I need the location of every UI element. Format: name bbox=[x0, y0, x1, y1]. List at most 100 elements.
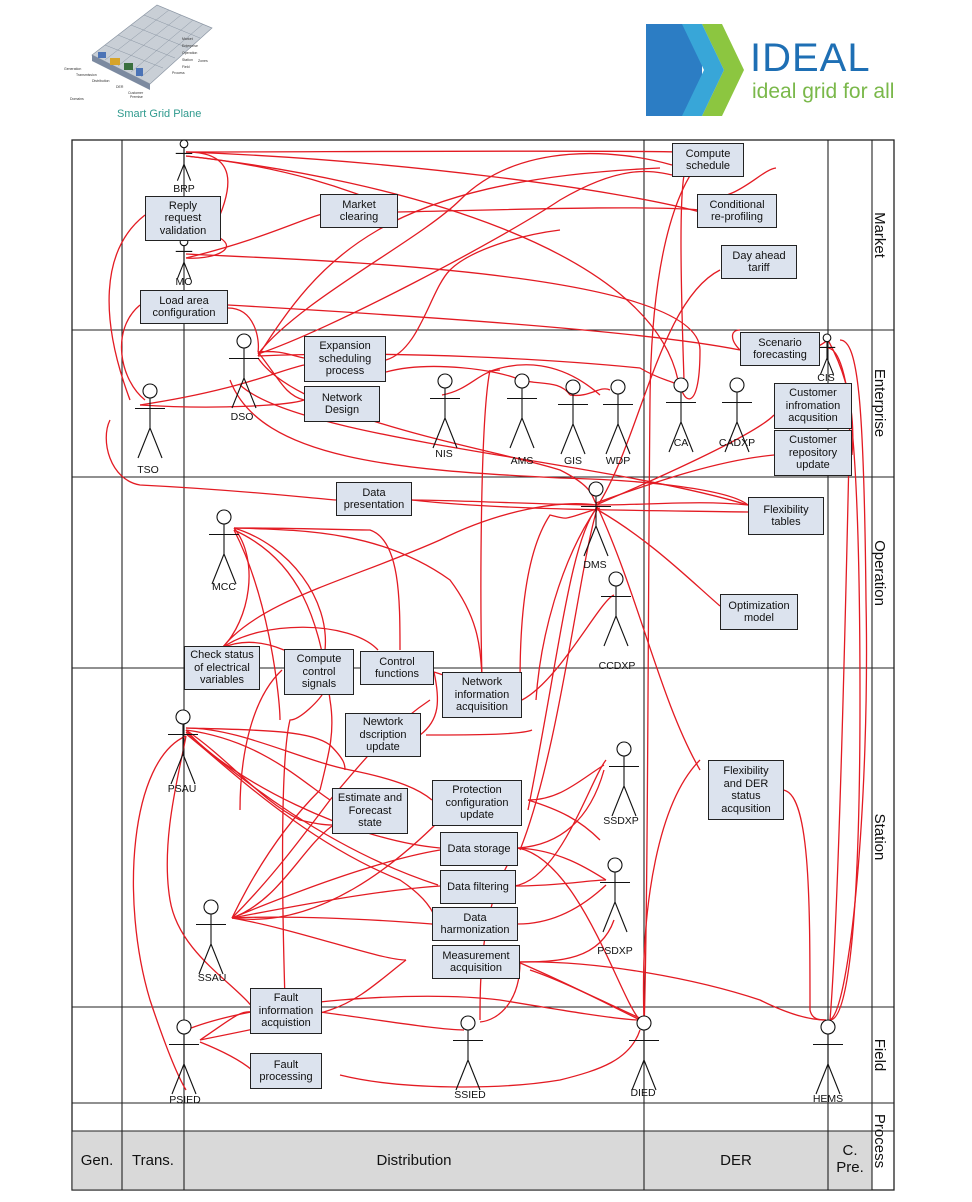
actor-label-psdxp: PSDXP bbox=[597, 945, 633, 957]
svg-text:Transmission: Transmission bbox=[76, 73, 97, 77]
domain-label-customer-premise: C. Pre. bbox=[836, 1142, 864, 1176]
actor-label-psied: PSIED bbox=[169, 1094, 201, 1106]
function-flexibility-tables[interactable]: Flexibility tables bbox=[748, 497, 824, 535]
actor-wdp-icon bbox=[603, 379, 633, 455]
function-conditional-reprofiling[interactable]: Conditional re-profiling bbox=[697, 194, 777, 228]
actors bbox=[135, 139, 843, 1095]
function-data-presentation[interactable]: Data presentation bbox=[336, 482, 412, 516]
function-check-status-electrical-variables[interactable]: Check status of electrical variables bbox=[184, 646, 260, 690]
actor-gis-icon bbox=[558, 379, 588, 455]
svg-text:Field: Field bbox=[182, 65, 190, 69]
function-fault-processing[interactable]: Fault processing bbox=[250, 1053, 322, 1089]
function-customer-repository-update[interactable]: Customer repository update bbox=[774, 430, 852, 476]
domain-label-generation: Gen. bbox=[80, 1152, 114, 1169]
domain-bar bbox=[71, 1130, 873, 1191]
svg-text:DER: DER bbox=[116, 85, 124, 89]
grid-lines bbox=[72, 140, 894, 1190]
svg-text:Distribution: Distribution bbox=[92, 79, 110, 83]
svg-text:Station: Station bbox=[182, 58, 193, 62]
actor-cadxp-icon bbox=[722, 377, 752, 453]
function-day-ahead-tariff[interactable]: Day ahead tariff bbox=[721, 245, 797, 279]
actor-label-ssdxp: SSDXP bbox=[603, 815, 639, 827]
actor-label-mo: MO bbox=[175, 276, 193, 288]
zone-label-field: Field bbox=[871, 1038, 888, 1072]
actor-label-cis: CIS bbox=[817, 372, 835, 384]
actor-label-died: DIED bbox=[630, 1087, 656, 1099]
function-expansion-scheduling-process[interactable]: Expansion scheduling process bbox=[304, 336, 386, 382]
ideal-logo: IDEAL ideal grid for all bbox=[646, 24, 900, 116]
actor-ca-icon bbox=[666, 377, 696, 453]
function-flexibility-der-status-acqusition[interactable]: Flexibility and DER status acqusition bbox=[708, 760, 784, 820]
function-compute-control-signals[interactable]: Compute control signals bbox=[284, 649, 354, 695]
function-compute-schedule[interactable]: Compute schedule bbox=[672, 143, 744, 177]
actor-label-cadxp: CADXP bbox=[718, 437, 756, 449]
actor-label-dso: DSO bbox=[230, 411, 254, 423]
actor-hems-icon bbox=[813, 1019, 843, 1095]
function-market-clearing[interactable]: Market clearing bbox=[320, 194, 398, 228]
actor-ssau-icon bbox=[196, 899, 226, 975]
zone-label-enterprise: Enterprise bbox=[871, 368, 888, 438]
function-customer-information-acqusition[interactable]: Customer infromation acqusition bbox=[774, 383, 852, 429]
function-data-storage[interactable]: Data storage bbox=[440, 832, 518, 866]
actor-label-gis: GIS bbox=[563, 455, 583, 467]
function-load-area-configuration[interactable]: Load area configuration bbox=[140, 290, 228, 324]
function-estimate-forecast-state[interactable]: Estimate and Forecast state bbox=[332, 788, 408, 834]
actor-label-nis: NIS bbox=[435, 448, 453, 460]
actor-label-hems: HEMS bbox=[812, 1093, 844, 1105]
svg-text:Premise: Premise bbox=[130, 95, 143, 99]
svg-text:Generation: Generation bbox=[64, 67, 81, 71]
domain-label-transmission: Trans. bbox=[132, 1152, 174, 1169]
domain-label-der: DER bbox=[720, 1152, 752, 1169]
actor-cis-icon bbox=[818, 333, 836, 375]
actor-died-icon bbox=[629, 1015, 659, 1091]
function-fault-information-acquistion[interactable]: Fault information acquistion bbox=[250, 988, 322, 1034]
actor-ams-icon bbox=[507, 373, 537, 449]
actor-mcc-icon bbox=[209, 509, 239, 585]
function-measurement-acquisition[interactable]: Measurement acquisition bbox=[432, 945, 520, 979]
svg-text:Market: Market bbox=[182, 37, 193, 41]
actor-dms-icon bbox=[581, 481, 611, 557]
actor-label-psau: PSAU bbox=[167, 783, 197, 795]
actor-psdxp-icon bbox=[600, 857, 630, 933]
actor-brp-icon bbox=[175, 139, 193, 181]
ideal-chevron-graphic bbox=[646, 24, 744, 116]
actor-label-dms: DMS bbox=[583, 559, 607, 571]
function-scenario-forecasting[interactable]: Scenario forecasting bbox=[740, 332, 820, 366]
function-data-filtering[interactable]: Data filtering bbox=[440, 870, 516, 904]
svg-text:Domains: Domains bbox=[70, 97, 84, 101]
svg-text:Customer: Customer bbox=[128, 91, 144, 95]
actor-ssdxp-icon bbox=[609, 741, 639, 817]
actor-ccdxp-icon bbox=[601, 571, 631, 647]
actor-psau-icon bbox=[168, 709, 198, 785]
zone-label-market: Market bbox=[871, 212, 888, 258]
actor-psied-icon bbox=[169, 1019, 199, 1095]
actor-label-brp: BRP bbox=[173, 183, 195, 195]
actor-label-ams: AMS bbox=[510, 455, 534, 467]
function-network-description-update[interactable]: Newtork dscription update bbox=[345, 713, 421, 757]
actor-label-ssied: SSIED bbox=[454, 1089, 486, 1101]
function-control-functions[interactable]: Control functions bbox=[360, 651, 434, 685]
function-reply-request-validation[interactable]: Reply request validation bbox=[145, 196, 221, 241]
function-network-information-acquisition[interactable]: Network information acquisition bbox=[442, 672, 522, 718]
svg-text:Zones: Zones bbox=[198, 59, 208, 63]
logo-brand-text: IDEAL bbox=[750, 36, 871, 80]
actor-label-ca: CA bbox=[673, 437, 689, 449]
logo-caption: Smart Grid Plane bbox=[117, 108, 202, 120]
actor-nis-icon bbox=[430, 373, 460, 449]
function-protection-configuration-update[interactable]: Protection configuration update bbox=[432, 780, 522, 826]
actor-label-tso: TSO bbox=[137, 464, 159, 476]
actor-label-mcc: MCC bbox=[212, 581, 236, 593]
function-optimization-model[interactable]: Optimization model bbox=[720, 594, 798, 630]
domain-label-distribution: Distribution bbox=[376, 1152, 452, 1169]
actor-label-ccdxp: CCDXP bbox=[598, 660, 636, 672]
function-network-design[interactable]: Network Design bbox=[304, 386, 380, 422]
actor-ssied-icon bbox=[453, 1015, 483, 1091]
actor-dso-icon bbox=[229, 333, 259, 409]
svg-text:Process: Process bbox=[172, 71, 185, 75]
svg-text:Operation: Operation bbox=[182, 51, 197, 55]
actor-tso-icon bbox=[135, 383, 165, 459]
function-data-harmonization[interactable]: Data harmonization bbox=[432, 907, 518, 941]
